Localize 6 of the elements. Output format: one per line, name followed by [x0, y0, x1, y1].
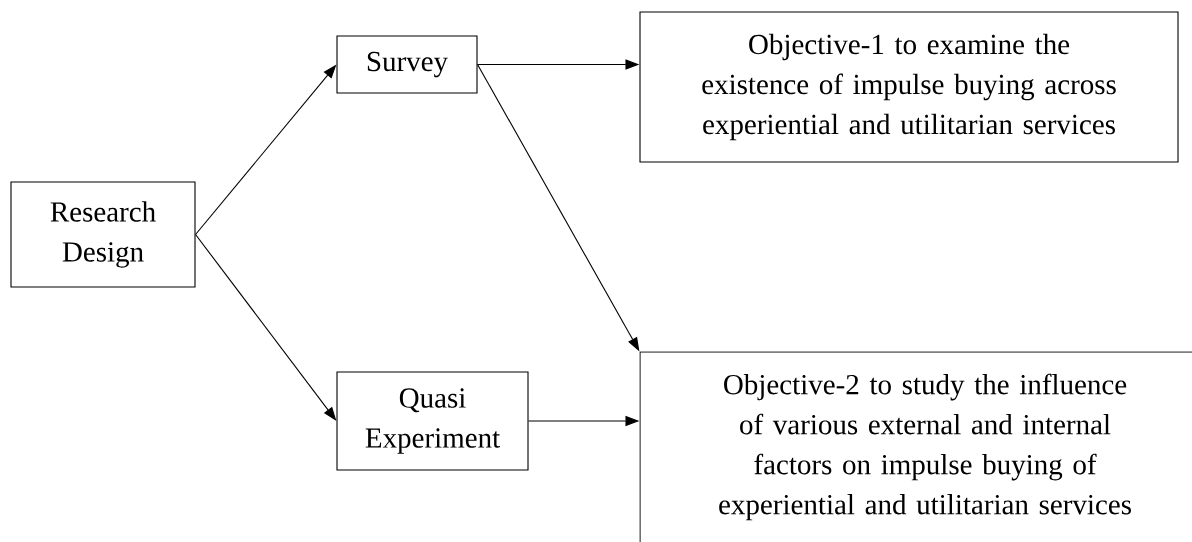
arrow — [195, 233, 337, 421]
process-box: Survey — [336, 35, 478, 94]
process-box: Quasi Experiment — [336, 371, 529, 471]
process-box: Research Design — [10, 181, 196, 288]
objective-box: Objective-2 to study the influence of various external and internal factors on impulse buying of experiential and utilitarian services — [639, 351, 1192, 542]
process-box: Objective-1 to examine the existence of impulse buying across experiential and utilitarian services — [639, 11, 1179, 163]
